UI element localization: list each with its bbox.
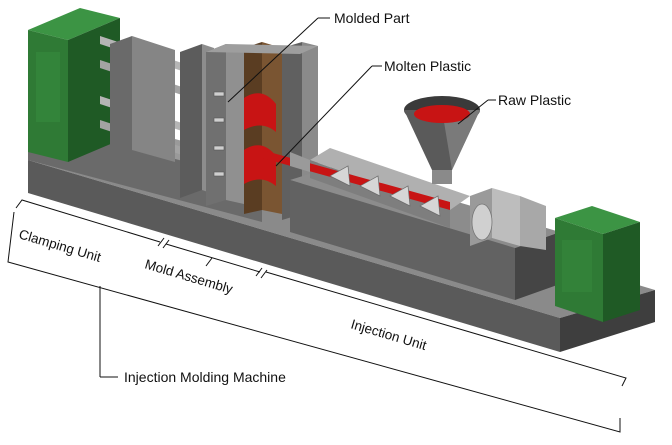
unit-brackets <box>15 199 627 387</box>
hopper <box>404 96 480 184</box>
mold-assembly <box>206 42 318 220</box>
callout-raw-plastic: Raw Plastic <box>457 92 571 125</box>
label-molten-plastic: Molten Plastic <box>384 58 471 74</box>
injection-motor-housing <box>555 206 640 322</box>
callout-molded-part: Molded Part <box>227 10 410 103</box>
screw <box>329 165 441 217</box>
callout-molten-plastic: Molten Plastic <box>275 58 471 167</box>
raw-plastic-pellets <box>414 105 470 123</box>
machine-bracket: Injection Molding Machine <box>7 211 621 433</box>
clamping-motor-housing <box>28 8 120 162</box>
molded-part-upper <box>244 93 276 132</box>
label-mold-assembly: Mold Assembly <box>143 256 235 296</box>
label-raw-plastic: Raw Plastic <box>498 92 571 108</box>
label-clamping-unit: Clamping Unit <box>17 226 103 265</box>
label-injection-unit: Injection Unit <box>349 316 428 353</box>
label-injection-molding-machine: Injection Molding Machine <box>124 369 286 385</box>
injection-unit-body <box>262 148 560 300</box>
label-molded-part: Molded Part <box>334 10 410 26</box>
